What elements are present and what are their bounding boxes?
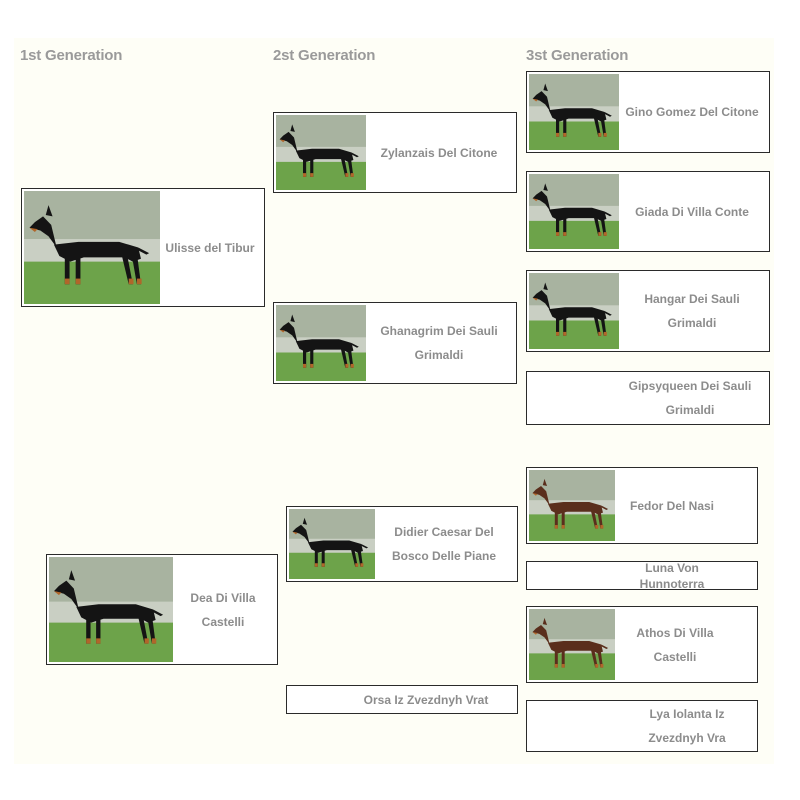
dog-name: Gipsyqueen Dei Sauli Grimaldi [628,379,752,417]
pedigree-card-gen3-7[interactable]: Athos Di Villa Castelli [526,606,758,683]
dog-name: Lya Iolanta Iz Zvezdnyh Vra [648,707,726,745]
dog-photo [24,191,160,304]
dog-photo [529,174,619,249]
pedigree-card-sire[interactable]: Ulisse del Tibur [21,188,265,307]
dog-name: Orsa Iz Zvezdnyh Vrat [363,692,489,707]
pedigree-card-dam-sire[interactable]: Didier Caesar Del Bosco Delle Piane [286,506,518,582]
dog-name: Zylanzais Del Citone [380,145,498,160]
gen1-header: 1st Generation [20,47,123,64]
dog-photo [529,470,615,541]
dog-name: Hangar Dei Sauli Grimaldi [644,292,740,330]
pedigree-card-dam-dam[interactable]: Orsa Iz Zvezdnyh Vrat [286,685,518,714]
pedigree-card-gen3-8[interactable]: Lya Iolanta Iz Zvezdnyh Vra [526,700,758,752]
dog-photo [276,115,366,190]
pedigree-card-sire-dam[interactable]: Ghanagrim Dei Sauli Grimaldi [273,302,517,384]
dog-name: Didier Caesar Del Bosco Delle Piane [391,525,497,563]
pedigree-card-gen3-3[interactable]: Hangar Dei Sauli Grimaldi [526,270,770,352]
pedigree-card-sire-sire[interactable]: Zylanzais Del Citone [273,112,517,193]
gen3-header: 3st Generation [526,47,629,64]
gen2-header: 2st Generation [273,47,376,64]
dog-photo [529,273,619,349]
dog-name: Dea Di Villa Castelli [190,590,256,629]
dog-name: Gino Gomez Del Citone [625,105,759,119]
pedigree-card-dam[interactable]: Dea Di Villa Castelli [46,554,278,665]
pedigree-card-gen3-6[interactable]: Luna Von Hunnoterra [526,560,758,591]
pedigree-card-gen3-5[interactable]: Fedor Del Nasi [526,467,758,544]
dog-name: Luna Von Hunnoterra [639,560,705,591]
dog-photo [529,74,619,150]
dog-photo [49,557,173,662]
pedigree-card-gen3-1[interactable]: Gino Gomez Del Citone [526,71,770,153]
dog-name: Ghanagrim Dei Sauli Grimaldi [380,324,498,362]
dog-photo [529,609,615,680]
dog-name: Giada Di Villa Conte [635,204,749,219]
dog-name: Athos Di Villa Castelli [636,625,714,664]
dog-name: Fedor Del Nasi [629,498,715,513]
pedigree-card-gen3-4[interactable]: Gipsyqueen Dei Sauli Grimaldi [526,371,770,425]
dog-photo [289,509,375,579]
dog-name: Ulisse del Tibur [165,240,255,255]
pedigree-card-gen3-2[interactable]: Giada Di Villa Conte [526,171,770,252]
dog-photo [276,305,366,381]
